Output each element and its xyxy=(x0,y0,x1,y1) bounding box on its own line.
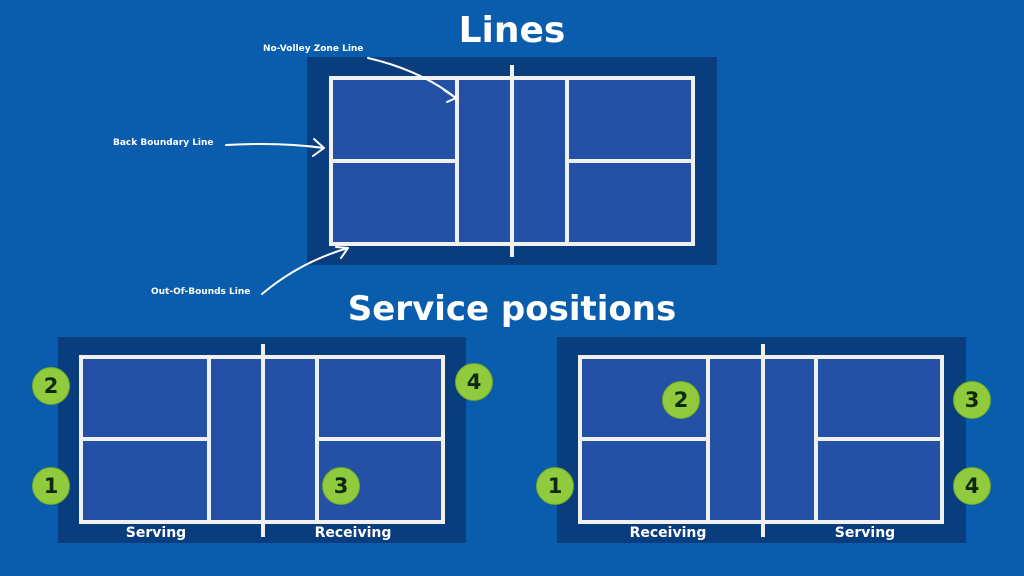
player-badge-2: 2 xyxy=(662,381,700,419)
court-lines-diagram xyxy=(307,57,717,265)
player-badge-1: 1 xyxy=(32,467,70,505)
player-badge-4: 4 xyxy=(953,467,991,505)
player-badge-1: 1 xyxy=(536,467,574,505)
label-serving: Serving xyxy=(125,525,187,541)
player-badge-3: 3 xyxy=(953,381,991,419)
label-serving: Serving xyxy=(834,525,896,541)
title-lines: Lines xyxy=(458,10,566,51)
label-back-boundary-line: Back Boundary Line xyxy=(113,138,214,148)
label-receiving: Receiving xyxy=(314,525,392,541)
court-service-right xyxy=(557,337,966,543)
player-badge-4: 4 xyxy=(455,363,493,401)
label-receiving: Receiving xyxy=(629,525,707,541)
player-badge-2: 2 xyxy=(32,367,70,405)
label-no-volley-zone-line: No-Volley Zone Line xyxy=(263,44,364,54)
title-service-positions: Service positions xyxy=(347,289,677,329)
court-service-left xyxy=(58,337,466,543)
label-out-of-bounds-line: Out-Of-Bounds Line xyxy=(151,287,251,297)
player-badge-3: 3 xyxy=(322,467,360,505)
